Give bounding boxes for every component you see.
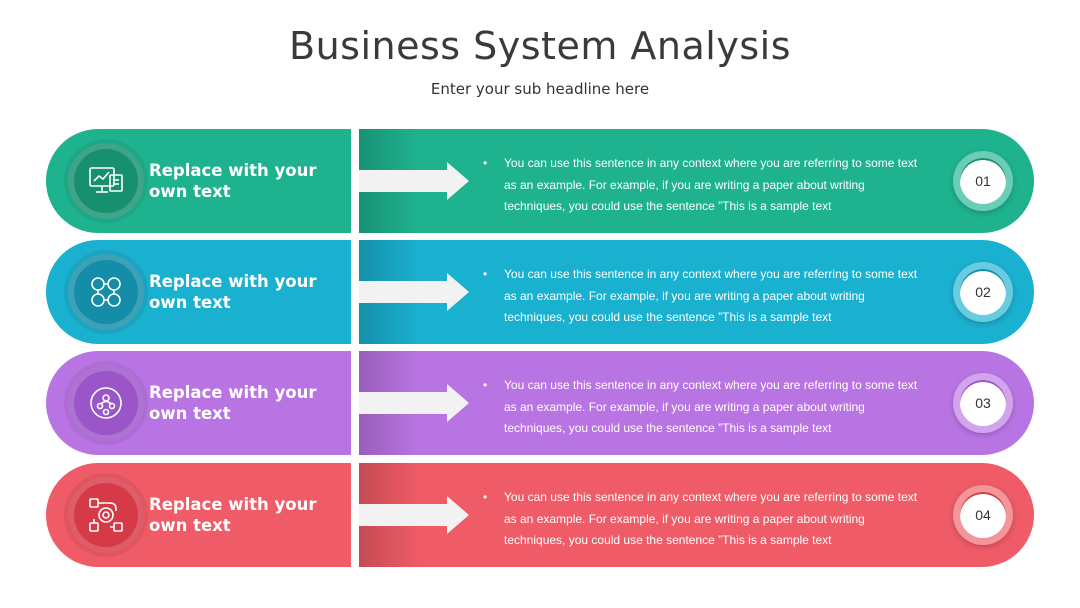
arrow-right-icon [359,384,469,422]
divider [351,129,359,233]
step-right-panel [359,463,1034,567]
page-subtitle: Enter your sub headline here [430,80,650,98]
arrow-right-icon [359,273,469,311]
divider [351,351,359,455]
step-number-badge: 02 [953,262,1013,322]
computer-analytics-icon [68,143,144,219]
divider [351,240,359,344]
step-number-badge: 03 [953,373,1013,433]
process-cycle-icon [68,254,144,330]
step-right-panel [359,240,1034,344]
step-right-panel [359,129,1034,233]
step-number-badge: 04 [953,485,1013,545]
step-right-panel [359,351,1034,455]
divider [351,463,359,567]
team-network-icon [68,365,144,441]
step-number-badge: 01 [953,151,1013,211]
arrow-right-icon [359,496,469,534]
step-description: •You can use this sentence in any contex… [483,378,918,435]
step-description: •You can use this sentence in any contex… [483,490,918,547]
step-description: •You can use this sentence in any contex… [483,267,918,324]
step-description: •You can use this sentence in any contex… [483,156,918,213]
arrow-right-icon [359,162,469,200]
page-title: Business System Analysis [289,24,791,68]
target-workflow-icon [68,477,144,553]
